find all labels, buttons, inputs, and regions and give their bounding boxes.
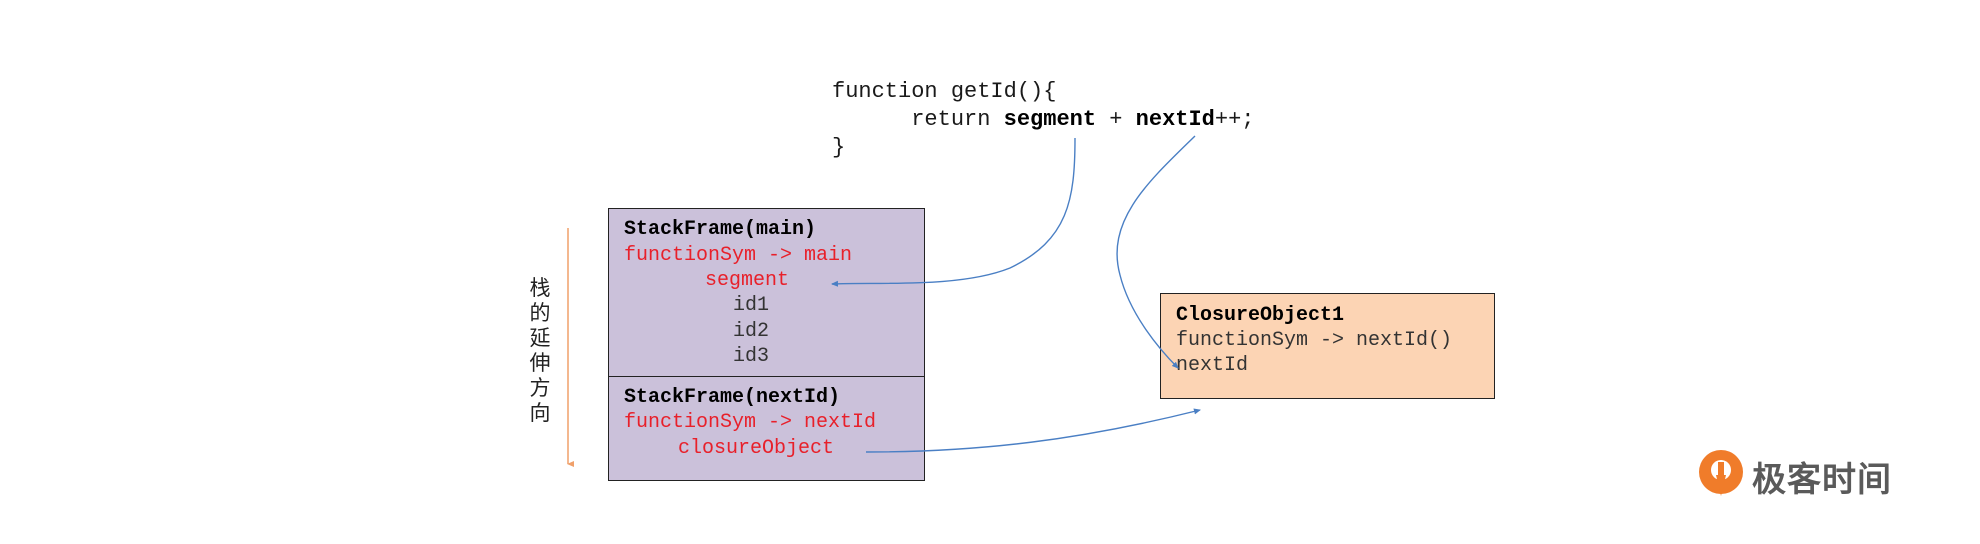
frame-nextid-closure-object: closureObject [678,437,835,460]
logo-text: 极客时间 [1752,460,1892,500]
code-increment: ++; [1214,107,1255,132]
closure-object-pointer-arrow [865,408,1201,453]
code-nextid-ref: nextId [1135,107,1215,132]
frame-main-function-sym: functionSym -> main [624,244,853,267]
frame-main-id3: id3 [733,345,770,368]
frame-main-segment: segment [705,269,790,292]
closure-object-function-sym: functionSym -> nextId() [1176,329,1453,352]
nextid-reference-arrow [1116,135,1196,369]
frame-main-title: StackFrame(main) [624,218,817,241]
code-line-3: } [832,135,846,160]
closure-object-box: ClosureObject1 functionSym -> nextId() n… [1160,293,1495,399]
code-return: return [832,107,1004,132]
frame-nextid-function-sym: functionSym -> nextId [624,411,877,434]
code-line-1: function getId(){ [832,79,1057,104]
code-line-2: return segment + nextId++; [832,106,1255,134]
stack-frame-nextid: StackFrame(nextId) functionSym -> nextId… [608,376,925,481]
closure-object-title: ClosureObject1 [1176,304,1345,327]
closure-object-nextid: nextId [1176,354,1249,377]
code-plus: + [1096,107,1136,132]
logo-mark-icon [1699,450,1743,496]
segment-reference-arrow [831,137,1076,287]
frame-main-id2: id2 [733,320,770,343]
frame-nextid-title: StackFrame(nextId) [624,386,841,409]
frame-main-id1: id1 [733,294,770,317]
stack-frame-main: StackFrame(main) functionSym -> main seg… [608,208,925,378]
code-segment-ref: segment [1003,107,1097,132]
stack-direction-label: 栈的延伸方向 [529,276,551,425]
